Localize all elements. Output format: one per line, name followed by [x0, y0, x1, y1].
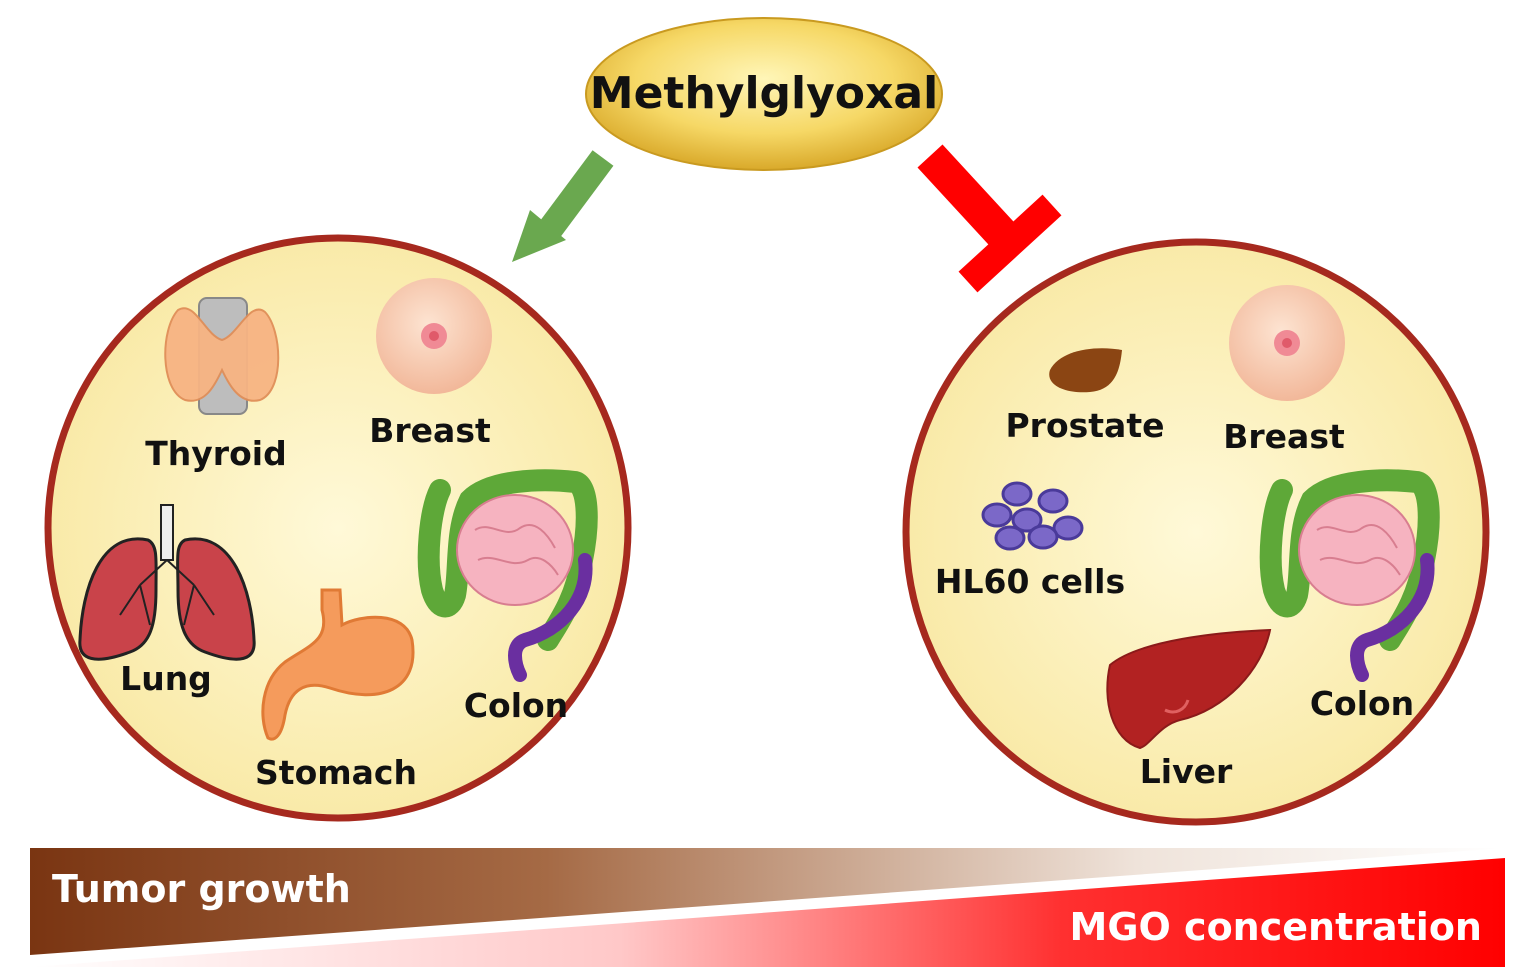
tumor-growth-bar: Tumor growth [30, 848, 1505, 955]
hl60-cells-icon [981, 481, 1084, 551]
liver-icon [1106, 628, 1272, 750]
right-panel: Prostate Breast HL60 cells Liver [902, 238, 1490, 826]
colon-icon [417, 469, 598, 682]
organ-label-stomach: Stomach [255, 753, 417, 792]
inhibit-arrow [917, 144, 1062, 293]
mgo-concentration-label: MGO concentration [1070, 905, 1482, 949]
mgo-concentration-bar: MGO concentration [30, 858, 1505, 967]
tumor-growth-label: Tumor growth [52, 867, 351, 911]
promote-arrow [512, 150, 614, 262]
organ-label-hl60: HL60 cells [935, 562, 1125, 601]
lung-icon [78, 504, 256, 661]
breast-icon [376, 278, 492, 394]
organ-label-colon-right: Colon [1310, 684, 1414, 723]
organ-label-prostate: Prostate [1006, 406, 1165, 445]
thyroid-icon [164, 297, 280, 415]
organ-label-breast: Breast [369, 411, 491, 450]
title-node: Methylglyoxal [585, 17, 943, 171]
stomach-icon [261, 588, 415, 741]
organ-label-thyroid: Thyroid [145, 434, 286, 473]
organ-label-lung: Lung [120, 659, 212, 698]
colon-icon-right [1259, 469, 1440, 682]
title-text: Methylglyoxal [590, 68, 938, 119]
prostate-icon [1049, 348, 1122, 393]
organ-label-breast-right: Breast [1223, 417, 1345, 456]
left-panel: Thyroid Breast Lung Stomach Colon [44, 234, 632, 822]
organ-label-liver: Liver [1140, 752, 1233, 791]
organ-label-colon: Colon [464, 686, 568, 725]
breast-icon-right [1229, 285, 1345, 401]
